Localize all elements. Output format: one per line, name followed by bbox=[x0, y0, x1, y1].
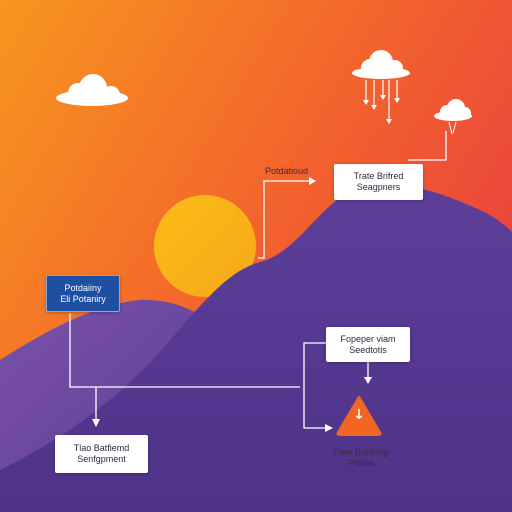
bottom-right-caption-line-1: Free Bredimg bbox=[333, 447, 389, 457]
small-rain-cloud-icon bbox=[434, 99, 472, 135]
middle-right-box-line-2: Seedtotis bbox=[349, 344, 387, 355]
sun bbox=[154, 195, 256, 297]
rain-cloud-icon bbox=[352, 50, 410, 124]
left-dark-box-line-2: Eli Potaniry bbox=[60, 293, 106, 304]
top-right-box-line-1: Trate Brifred bbox=[353, 171, 404, 181]
bottom-left-box-line-1: Tlao Batfiemd bbox=[73, 443, 130, 453]
warning-arrow-glyph: ↓ bbox=[353, 407, 365, 423]
connector-lines bbox=[69, 131, 447, 429]
bottom-left-box-line-2: Senfgpment bbox=[77, 454, 126, 464]
warning-icon bbox=[336, 396, 382, 436]
left-dark-box: Potdaiiny Eli Potaniry bbox=[46, 275, 120, 312]
left-dark-box-line-1: Potdaiiny bbox=[64, 282, 102, 293]
top-connector-label: Potdatioud bbox=[265, 166, 309, 176]
middle-right-box: Fopeper viam Seedtotis bbox=[326, 327, 410, 362]
connector-arrowheads bbox=[92, 177, 372, 432]
cloud-icon bbox=[56, 74, 128, 106]
middle-right-box-line-1: Fopeper viam bbox=[340, 333, 396, 344]
main-hill bbox=[0, 184, 512, 512]
bottom-right-caption-line-2: Pioties bbox=[347, 458, 375, 468]
bottom-left-box: Tlao Batfiemd Senfgpment bbox=[55, 435, 148, 473]
top-right-box: Trate Brifred Seagpners bbox=[334, 164, 423, 200]
top-right-box-line-2: Seagpners bbox=[356, 182, 401, 192]
bottom-right-caption: Free Bredimg Pioties bbox=[318, 447, 404, 469]
